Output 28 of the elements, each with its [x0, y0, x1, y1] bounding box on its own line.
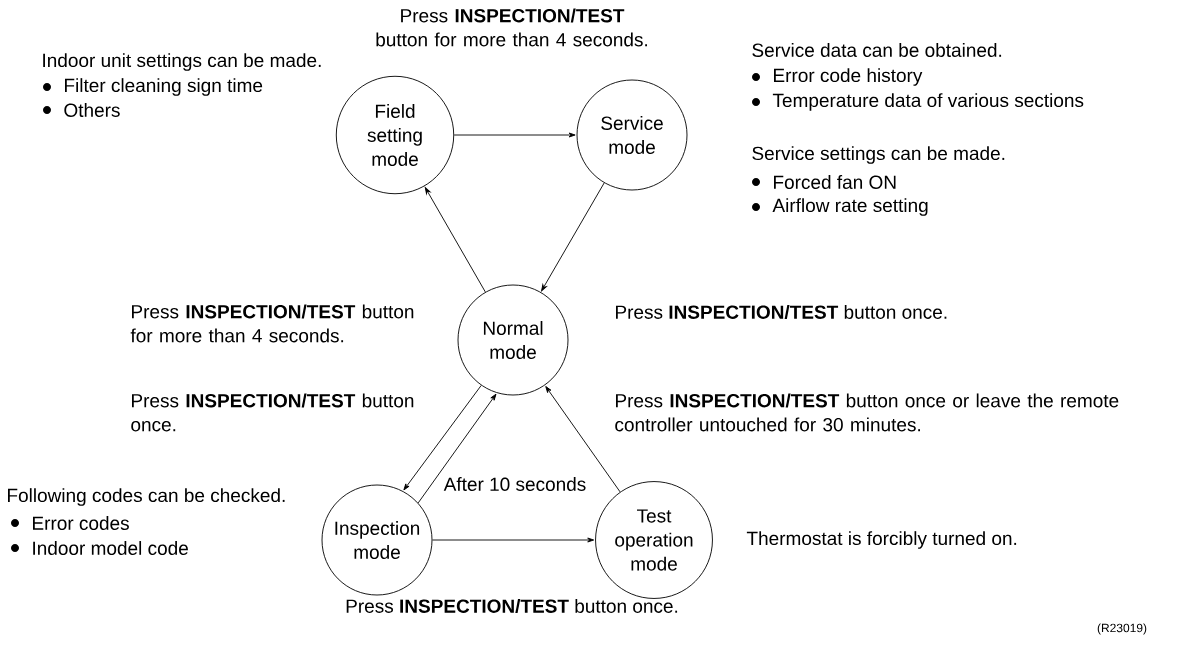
note-text: Service data can be obtained.: [752, 43, 1002, 57]
transition-arrow: [432, 537, 595, 543]
list-item: Indoor model code: [11, 541, 188, 555]
figure-code: (R23019): [1097, 623, 1147, 635]
edge-label: Press INSPECTION/TEST button for more than 4 seconds.: [130, 304, 414, 343]
list-item: Error codes: [11, 516, 129, 530]
edge-label: Press INSPECTION/TEST button once or leave the remote controller untouched for 30 minutes.: [615, 393, 1119, 432]
transition-arrow: [545, 386, 621, 493]
note-text: Following codes can be checked.: [8, 488, 285, 506]
list-item: Forced fan ON: [752, 175, 896, 189]
note-text: Service settings can be made.: [752, 146, 1005, 164]
note-text: Indoor unit settings can be made.: [43, 53, 321, 71]
note-text: Thermostat is forcibly turned on.: [746, 531, 1017, 549]
transition-arrow: [403, 385, 482, 491]
edge-label: Press INSPECTION/TEST button for more than 4 seconds.: [376, 8, 647, 47]
edge-label: After 10 seconds: [441, 475, 589, 493]
edge-label: Press INSPECTION/TEST button once.: [616, 304, 947, 320]
transition-arrow: [453, 132, 576, 138]
edge-label: Press INSPECTION/TEST button once.: [346, 598, 678, 614]
edge-label: Press INSPECTION/TEST button once.: [131, 393, 414, 432]
list-item: Error code history: [752, 68, 923, 86]
list-item: Airflow rate setting: [752, 198, 928, 216]
list-item: Filter cleaning sign time: [43, 78, 263, 96]
list-item: Temperature data of various sections: [752, 93, 1084, 111]
transition-arrow: [424, 187, 486, 293]
transition-arrow: [541, 182, 605, 292]
transition-arrow: [417, 393, 497, 504]
list-item: Others: [43, 103, 120, 117]
